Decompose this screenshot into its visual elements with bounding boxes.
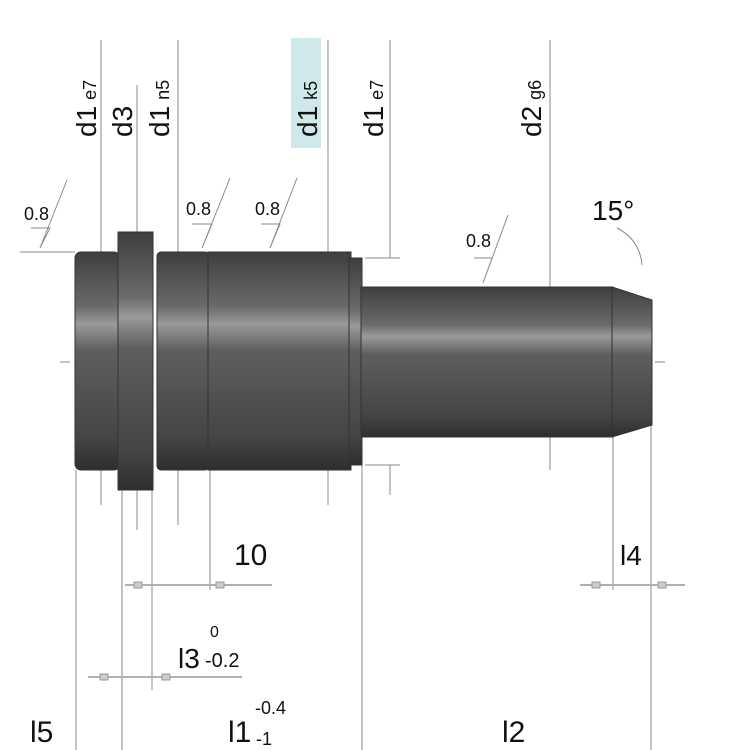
dim-10-label: 10 bbox=[234, 539, 267, 572]
dim-l1-upper-tol: -0.4 bbox=[255, 698, 286, 718]
label-d1-e7-right: d1e7 bbox=[358, 80, 389, 137]
dim-l1-lower-tol: -1 bbox=[256, 729, 272, 749]
roughness-symbol: 0.8 bbox=[24, 179, 68, 249]
extension-lines bbox=[20, 40, 652, 750]
angle-arc bbox=[616, 227, 643, 266]
label-d2-g6: d2g6 bbox=[516, 80, 547, 137]
dim-l3-label: l3 bbox=[178, 643, 200, 674]
roughness-symbol: 0.8 bbox=[466, 214, 509, 284]
label-d3: d3 bbox=[107, 106, 138, 137]
roughness-symbol: 0.8 bbox=[186, 177, 231, 249]
label-d1-k5: d1k5 bbox=[292, 81, 323, 137]
shaft bbox=[60, 231, 665, 491]
svg-text:0.8: 0.8 bbox=[255, 199, 280, 219]
dim-l3-upper-tol: 0 bbox=[210, 624, 219, 641]
dim-l1-label: l1 bbox=[228, 716, 251, 749]
dim-l5-label: l5 bbox=[30, 716, 53, 749]
svg-text:0.8: 0.8 bbox=[24, 204, 49, 224]
svg-text:0.8: 0.8 bbox=[466, 231, 491, 251]
dimension-lines bbox=[88, 581, 685, 681]
collar-d3 bbox=[117, 231, 154, 491]
dim-l3-lower-tol: -0.2 bbox=[205, 650, 239, 672]
dim-l2-label: l2 bbox=[502, 716, 525, 749]
angle-label: 15° bbox=[592, 195, 634, 226]
label-d1-n5: d1n5 bbox=[144, 80, 175, 137]
roughness-symbol: 0.8 bbox=[255, 177, 298, 249]
chamfer bbox=[611, 286, 653, 438]
dim-l4-label: l4 bbox=[620, 540, 642, 571]
highlight-box bbox=[291, 38, 321, 148]
svg-text:0.8: 0.8 bbox=[186, 199, 211, 219]
label-d1-e7-left: d1e7 bbox=[71, 80, 102, 137]
